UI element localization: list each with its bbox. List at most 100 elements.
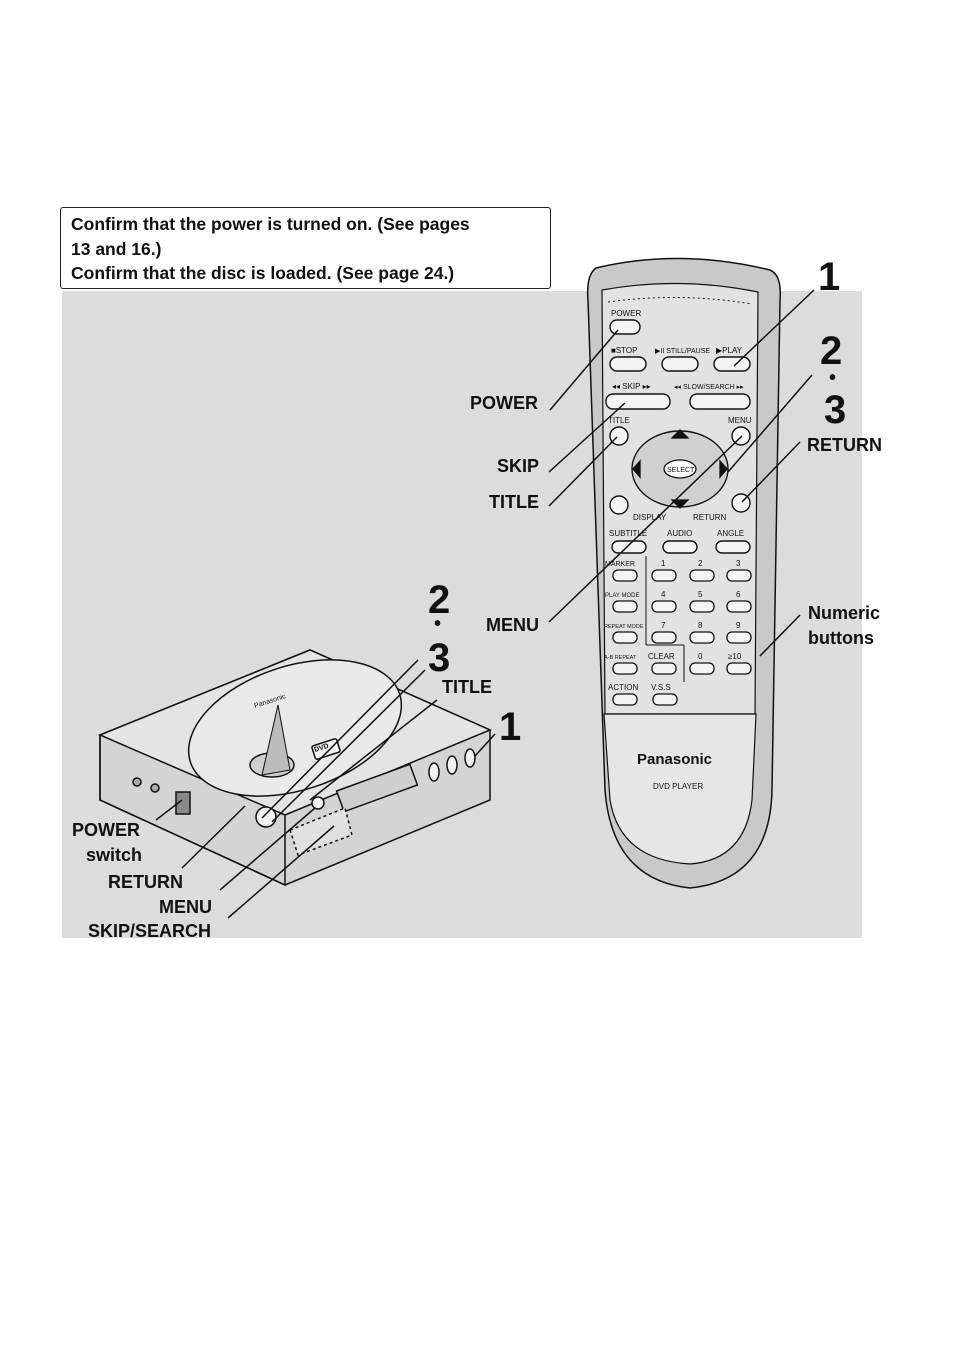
- remote-digit-button[interactable]: [726, 662, 752, 675]
- label-player-title: TITLE: [442, 677, 492, 697]
- remote-marker-button[interactable]: [612, 569, 638, 582]
- remote-brand-logo: Panasonic: [637, 751, 712, 768]
- remote-digit-0: 0: [698, 652, 703, 661]
- remote-play-button[interactable]: [713, 356, 751, 372]
- remote-key-title: TITLE: [608, 416, 630, 425]
- player-dvd-logo: DVD: [313, 743, 329, 754]
- step-2-remote: 2: [820, 329, 843, 373]
- label-player-return: RETURN: [108, 872, 183, 892]
- remote-key-marker: MARKER: [605, 561, 635, 568]
- remote-display-button[interactable]: [609, 495, 629, 515]
- remote-digit-6: 6: [736, 590, 741, 599]
- remote-search-button[interactable]: [689, 393, 751, 410]
- label-power: POWER: [470, 393, 539, 413]
- remote-model-name: DVD PLAYER: [653, 782, 703, 791]
- player-return-button[interactable]: [255, 806, 277, 828]
- step-1-remote: 1: [818, 255, 841, 299]
- remote-digit-9: 9: [736, 621, 741, 630]
- remote-clear-button[interactable]: [651, 662, 677, 675]
- note-line-1: Confirm that the power is turned on. (Se…: [71, 214, 470, 234]
- remote-key-return: RETURN: [693, 513, 727, 522]
- remote-repeat-mode-button[interactable]: [612, 631, 638, 644]
- remote-digit-button[interactable]: [689, 631, 715, 644]
- remote-ab-repeat-button[interactable]: [612, 662, 638, 675]
- remote-digit-4: 4: [661, 590, 666, 599]
- remote-key-repeat-mode: REPEAT MODE: [604, 624, 644, 630]
- player-skip-search-buttons[interactable]: [289, 806, 353, 856]
- remote-digit-button[interactable]: [689, 662, 715, 675]
- player-power-switch[interactable]: [175, 791, 191, 815]
- remote-vss-button[interactable]: [652, 693, 678, 706]
- remote-angle-button[interactable]: [715, 540, 751, 554]
- player-play-button[interactable]: [464, 748, 476, 768]
- remote-digit-3: 3: [736, 559, 741, 568]
- remote-audio-button[interactable]: [662, 540, 698, 554]
- remote-key-power: POWER: [611, 309, 641, 318]
- remote-digit-7: 7: [661, 621, 666, 630]
- label-skip: SKIP: [497, 456, 540, 476]
- remote-key-play: ▶PLAY: [716, 346, 743, 355]
- remote-key-display: DISPLAY: [633, 513, 667, 522]
- remote-digit-button[interactable]: [726, 631, 752, 644]
- remote-digit-button[interactable]: [651, 631, 677, 644]
- remote-action-button[interactable]: [612, 693, 638, 706]
- label-menu: MENU: [486, 615, 539, 635]
- step-3-player: 3: [428, 636, 451, 680]
- note-line-2: 13 and 16.): [71, 238, 162, 259]
- remote-key-audio: AUDIO: [667, 529, 692, 538]
- remote-key-clear: CLEAR: [648, 652, 675, 661]
- remote-key-menu: MENU: [728, 416, 752, 425]
- remote-stop-button[interactable]: [609, 356, 647, 372]
- label-power-switch-1: POWER: [72, 820, 141, 840]
- note-line-3: Confirm that the disc is loaded. (See pa…: [71, 263, 455, 283]
- remote-key-slow-search: ◂◂ SLOW/SEARCH ▸▸: [674, 384, 744, 391]
- leader-lines: [155, 289, 815, 919]
- remote-key-still-pause: ▶II STILL/PAUSE: [655, 348, 710, 355]
- step-dot-remote: •: [829, 367, 837, 389]
- remote-key-stop: ■STOP: [611, 346, 637, 355]
- remote-subtitle-button[interactable]: [611, 540, 647, 554]
- remote-digit-button[interactable]: [651, 600, 677, 613]
- step-dot-player: •: [434, 613, 442, 635]
- remote-power-button[interactable]: [609, 319, 641, 335]
- disc-lid: [187, 659, 403, 797]
- remote-digit-button[interactable]: [689, 600, 715, 613]
- remote-select-button[interactable]: [663, 459, 697, 479]
- remote-digit-10: ≥10: [728, 652, 742, 661]
- remote-digit-1: 1: [661, 559, 666, 568]
- label-numeric: Numeric: [808, 603, 881, 623]
- remote-digit-button[interactable]: [651, 569, 677, 582]
- label-power-switch-2: switch: [86, 845, 143, 865]
- remote-key-action: ACTION: [608, 683, 638, 692]
- remote-play-mode-button[interactable]: [612, 600, 638, 613]
- player-title-button[interactable]: [311, 796, 325, 810]
- instruction-note: Confirm that the power is turned on. (Se…: [60, 207, 551, 289]
- remote-key-select: SELECT: [667, 467, 695, 474]
- remote-numeric-keypad: [612, 569, 752, 706]
- remote-digit-2: 2: [698, 559, 703, 568]
- label-return: RETURN: [807, 435, 882, 455]
- remote-key-play-mode: PLAY MODE: [605, 593, 639, 599]
- remote-digit-button[interactable]: [689, 569, 715, 582]
- remote-key-angle: ANGLE: [717, 529, 744, 538]
- step-1-player: 1: [499, 705, 522, 749]
- remote-key-ab-repeat: A-B REPEAT: [604, 655, 637, 661]
- label-title: TITLE: [489, 492, 539, 512]
- remote-digit-8: 8: [698, 621, 703, 630]
- remote-key-skip: ◂◂ SKIP ▸▸: [612, 382, 651, 391]
- step-3-remote: 3: [824, 388, 847, 432]
- remote-still-pause-button[interactable]: [661, 356, 699, 372]
- remote-digit-5: 5: [698, 590, 703, 599]
- remote-digit-button[interactable]: [726, 569, 752, 582]
- portable-dvd-player: [98, 649, 492, 886]
- remote-skip-button[interactable]: [605, 393, 671, 410]
- label-player-menu: MENU: [159, 897, 212, 917]
- step-2-player: 2: [428, 578, 451, 622]
- remote-key-vss: V.S.S: [651, 683, 671, 692]
- remote-digit-button[interactable]: [726, 600, 752, 613]
- label-player-skip-search: SKIP/SEARCH: [88, 921, 212, 941]
- remote-control: [586, 257, 782, 889]
- remote-key-subtitle: SUBTITLE: [609, 529, 647, 538]
- label-buttons: buttons: [808, 628, 874, 648]
